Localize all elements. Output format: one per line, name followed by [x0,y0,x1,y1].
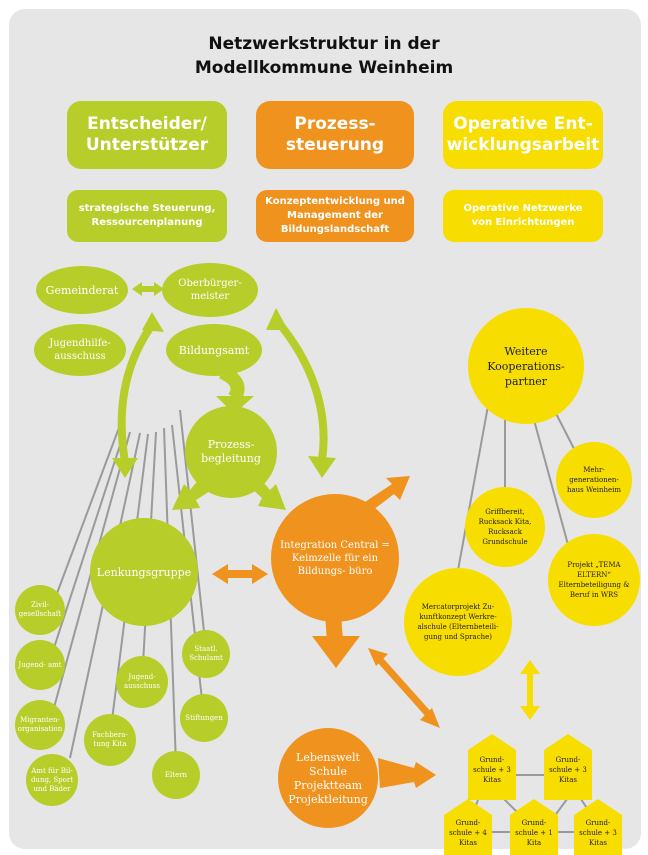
member-staatl-schulamt: Staatl. Schulamt [189,645,223,662]
title-line-2: Modellkommune Weinheim [194,58,454,78]
desc-prozesssteuerung: Konzeptentwicklung und Management der Bi… [256,190,414,242]
school-4: Grund- schule + 1 Kita [515,819,553,847]
member-jugendamt: Jugend- amt [18,660,62,669]
member-stiftungen: Stiftungen [185,714,223,722]
school-5: Grund- schule + 3 Kitas [579,819,617,847]
partner-tema-eltern: Projekt „TEMA ELTERN“ Elternbeteiligung … [558,561,630,599]
member-fachberatung-kita: Fachbera- tung Kita [92,731,128,748]
partner-mercatorprojekt: Mercatorprojekt Zu- kunftkonzept Werkre-… [417,603,499,641]
school-3: Grund- schule + 4 Kitas [449,819,487,847]
double-arrow-gemeinderat [132,282,164,296]
node-bildungsamt: Bildungsamt [178,343,250,357]
node-gemeinderat: Gemeinderat [45,283,119,297]
header-entscheider: Entscheider/ Unterstützer [67,101,227,169]
member-jugendausschuss: Jugend- ausschuss [124,673,160,690]
partner-griffbereit: Griffbereit, Rucksack Kita, Rucksack Gru… [478,508,532,546]
node-lebenswelt-schule: Lebenswelt Schule Projektteam Projektlei… [288,751,368,806]
title-line-1: Netzwerkstruktur in der [208,34,440,54]
member-amt-bildung: Amt für Bil- dung, Sport und Bäder [30,766,74,793]
school-1: Grund- schule + 3 Kitas [473,756,511,784]
node-jugendhilfeausschuss: Jugendhilfe- ausschuss [49,338,111,362]
member-migrantenorganisation: Migranten- organisation [17,716,63,733]
partner-mehrgenerationenhaus: Mehr- generationen- haus Weinheim [566,466,622,494]
node-lenkungsgruppe: Lenkungsgruppe [96,565,192,579]
node-integration-central: Integration Central = Keimzelle für ein … [280,539,390,577]
node-weitere-kooperationspartner: Weitere Kooperations- partner [487,344,565,388]
header-prozesssteuerung: Prozess- steuerung [256,101,414,169]
member-eltern: Eltern [164,771,188,779]
school-2: Grund- schule + 3 Kitas [549,756,587,784]
desc-entscheider: strategische Steuerung, Ressourcenplanun… [67,190,227,242]
header-operative: Operative Ent- wicklungsarbeit [443,101,603,169]
green-shapes [15,263,277,806]
orange-shapes [271,494,399,828]
node-oberbuergermeister: Oberbürger- meister [178,278,242,302]
desc-operative: Operative Netzwerke von Einrichtungen [443,190,603,242]
yellow-shapes [404,308,640,676]
school-houses [444,734,622,855]
node-prozessbegleitung: Prozess- begleitung [201,438,261,465]
diagram-title: Netzwerkstruktur in der Modellkommune We… [0,32,648,80]
member-zivilgesellschaft: Zivil- gesellschaft [18,601,62,618]
